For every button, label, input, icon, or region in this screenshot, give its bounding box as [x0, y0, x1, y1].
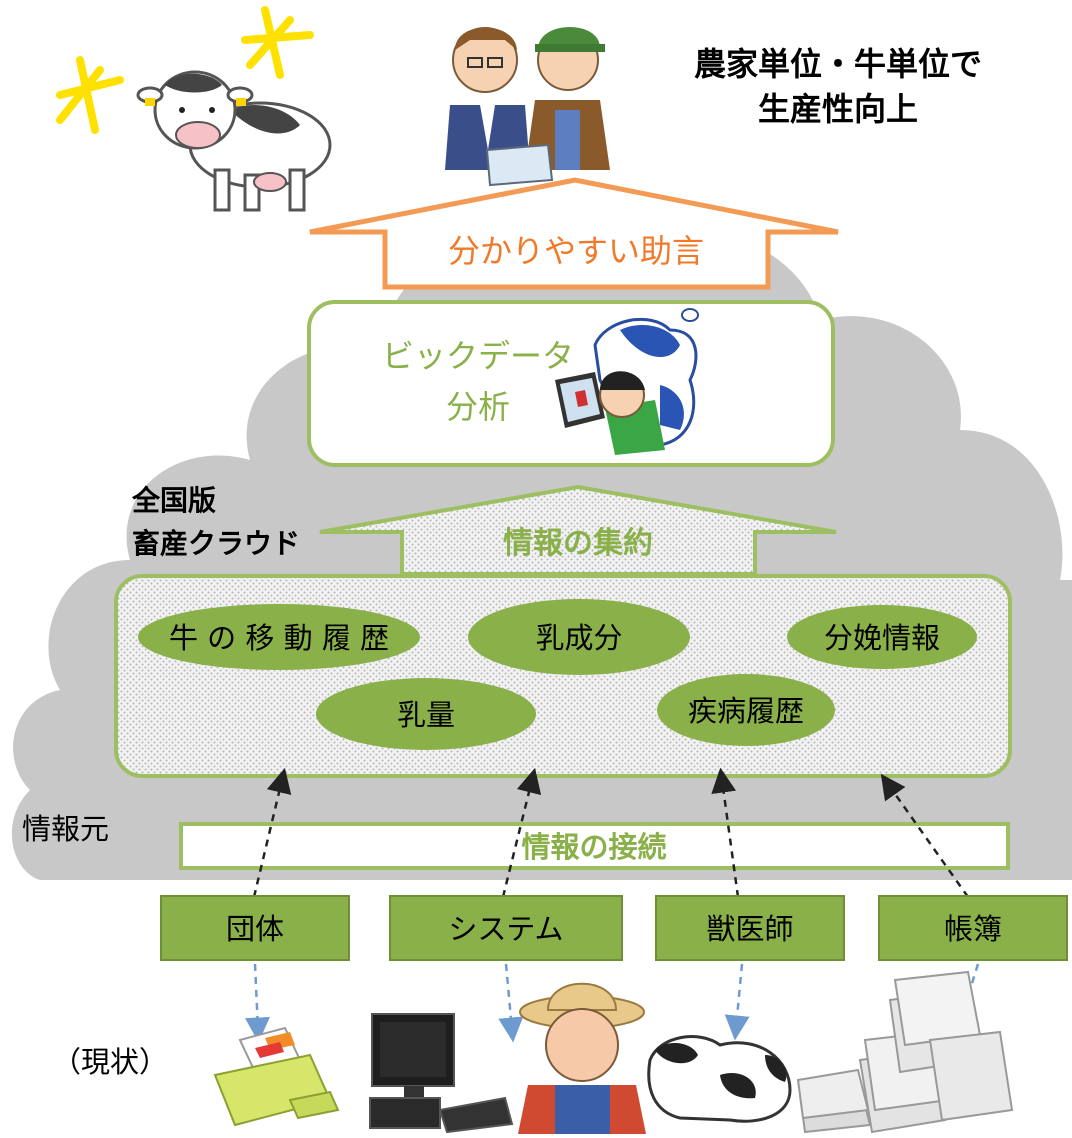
paper-stacks-icon	[796, 970, 1014, 1134]
bigdata-line2: 分析	[446, 388, 510, 426]
bigdata-line1: ビックデータ	[382, 337, 574, 375]
cloud-label-line2: 畜産クラウド	[132, 527, 300, 560]
productivity-caption-line2: 生産性向上	[758, 90, 918, 128]
data-items-panel: 牛 の 移 動 履 歴 乳成分 分娩情報 乳量 疾病履歴	[114, 574, 1012, 778]
data-item-label: 疾病履歴	[688, 694, 804, 728]
sources-row: 情報元 団体 システム 獣医師 帳簿	[22, 812, 1068, 961]
data-item-label: 乳量	[397, 698, 455, 732]
upward-dashed-arrows	[252, 767, 970, 898]
cow-with-child-laptop-icon	[555, 308, 699, 455]
sources-row-label: 情報元	[22, 812, 109, 846]
source-label: 帳簿	[944, 912, 1002, 946]
desktop-computer-icon	[369, 1013, 514, 1134]
data-item-milk-yield: 乳量	[316, 678, 536, 750]
source-label: 獣医師	[706, 912, 793, 946]
connection-bar: 情報の接続	[179, 822, 1010, 870]
data-item-label: 分娩情報	[824, 621, 940, 655]
lying-cow-icon	[647, 1035, 792, 1123]
source-organization: 団体	[160, 895, 350, 961]
aggregation-arrow: 情報の集約	[319, 484, 837, 576]
data-item-milk-composition: 乳成分	[468, 599, 690, 675]
advice-arrow: 分かりやすい助言	[309, 177, 839, 290]
source-label: システム	[448, 912, 563, 946]
advice-arrow-label: 分かりやすい助言	[448, 232, 704, 270]
happy-cow-icon	[56, 6, 332, 212]
data-item-cattle-movement: 牛 の 移 動 履 歴	[138, 604, 420, 670]
data-item-disease-history: 疾病履歴	[657, 674, 835, 746]
printer-icon	[213, 1026, 340, 1127]
source-ledger: 帳簿	[878, 895, 1068, 961]
source-veterinarian: 獣医師	[655, 895, 845, 961]
farmer-icon	[518, 982, 646, 1134]
cloud-label: 全国版 畜産クラウド	[131, 484, 300, 560]
productivity-caption-line1: 農家単位・牛単位で	[694, 45, 982, 83]
current-state-label: （現状）	[52, 1045, 168, 1079]
data-item-label: 牛 の 移 動 履 歴	[169, 621, 389, 655]
aggregation-arrow-label: 情報の集約	[503, 526, 653, 561]
advisor-and-farmer-icon	[445, 27, 610, 187]
source-label: 団体	[226, 912, 284, 946]
connection-bar-label: 情報の接続	[521, 830, 666, 864]
productivity-caption: 農家単位・牛単位で 生産性向上	[694, 45, 982, 128]
cloud-label-line1: 全国版	[131, 484, 216, 517]
source-system: システム	[389, 895, 623, 961]
data-item-calving-info: 分娩情報	[787, 605, 977, 669]
data-item-label: 乳成分	[535, 621, 622, 655]
